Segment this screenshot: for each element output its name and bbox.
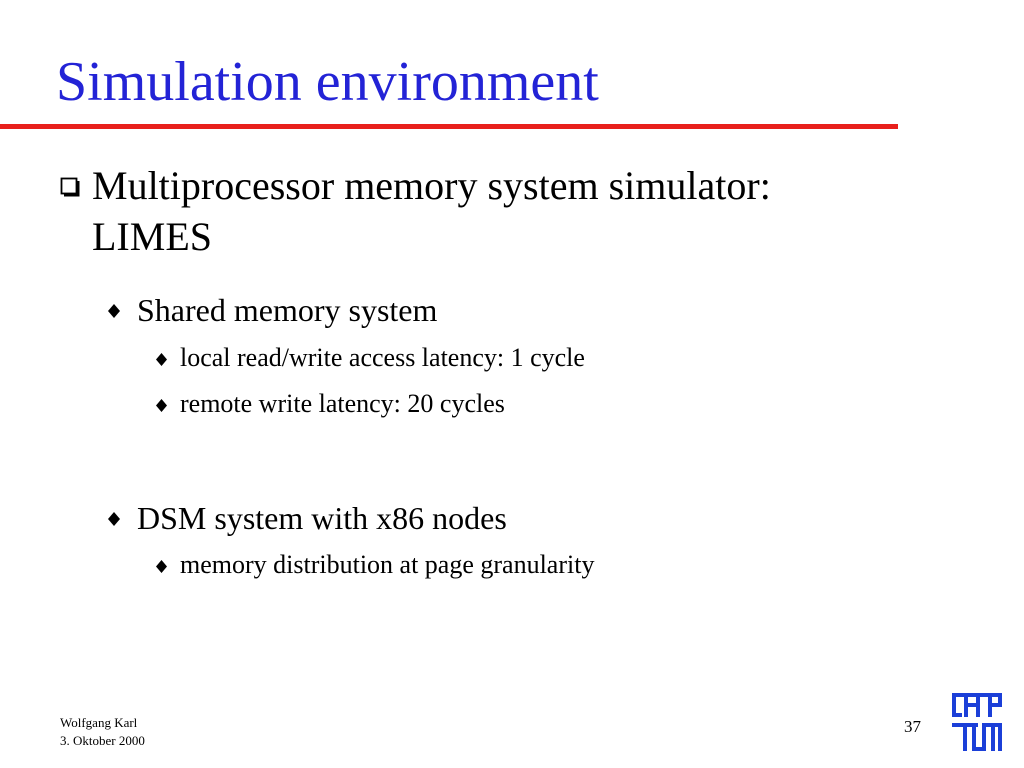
bullet-level3-text: local read/write access latency: 1 cycle — [180, 343, 585, 372]
diamond-bullet-icon — [108, 304, 120, 318]
footer-author: Wolfgang Karl — [60, 715, 138, 730]
diamond-bullet-icon — [108, 512, 120, 526]
bullet-level2-text: Shared memory system — [137, 292, 438, 328]
bullet-level2-text: DSM system with x86 nodes — [137, 500, 507, 536]
diamond-bullet-icon — [156, 353, 167, 366]
bullet-level3-text: memory distribution at page granularity — [180, 550, 595, 579]
tum-logo-icon — [952, 693, 1002, 751]
bullet-level1-text: Multiprocessor memory system simulator: … — [92, 163, 771, 259]
footer-info: Wolfgang Karl 3. Oktober 2000 — [60, 714, 145, 750]
footer-date: 3. Oktober 2000 — [60, 733, 145, 748]
diamond-bullet-icon — [156, 560, 167, 573]
slide-title: Simulation environment — [56, 51, 599, 113]
title-divider — [0, 124, 898, 129]
page-number: 37 — [904, 717, 921, 736]
bullet-level3-text: remote write latency: 20 cycles — [180, 389, 505, 418]
diamond-bullet-icon — [156, 399, 167, 412]
hollow-square-bullet-icon — [60, 177, 80, 197]
